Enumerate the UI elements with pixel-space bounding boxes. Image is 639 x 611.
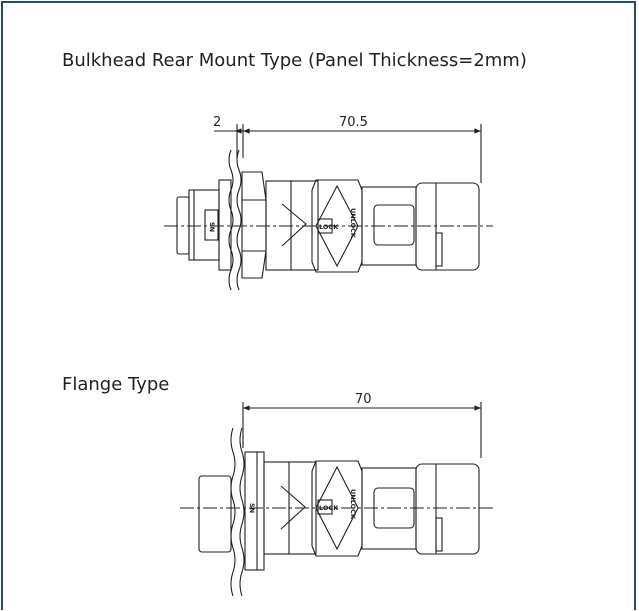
rear-label-marking: SN xyxy=(208,222,216,232)
lock-marking: LOCK xyxy=(319,223,339,231)
rear-plug xyxy=(176,196,190,255)
dim-panel-thickness: 2 xyxy=(213,115,221,130)
flange-lock-marking: LOCK xyxy=(319,504,339,512)
flange-lock-ring xyxy=(311,460,363,557)
unlock-marking: UNLOCK xyxy=(349,208,357,239)
lock-ring xyxy=(311,179,363,273)
flange-unlock-marking: UNLOCK xyxy=(349,489,357,520)
flange-lock-ring-diamond xyxy=(315,465,359,551)
rear-cap xyxy=(415,182,480,271)
bulkhead-title: Bulkhead Rear Mount Type (Panel Thicknes… xyxy=(62,50,527,71)
threaded-body xyxy=(265,180,319,271)
gasket xyxy=(218,179,232,271)
dim-bulkhead-length: 70.5 xyxy=(339,115,368,130)
flange-rear-cap xyxy=(415,463,480,555)
lock-ring-diamond xyxy=(315,184,359,268)
panel-break-left xyxy=(228,149,234,291)
flange-latch-spring xyxy=(280,485,306,530)
flange-panel-break-left xyxy=(230,427,236,597)
flange-lock-window xyxy=(317,499,333,515)
flange-panel-break-right xyxy=(239,427,245,597)
latch-spring xyxy=(281,203,307,247)
flange-connector-drawing xyxy=(180,402,494,597)
flange-front-plug xyxy=(198,475,232,553)
mounting-nut xyxy=(241,171,267,279)
bulkhead-connector-drawing xyxy=(164,124,493,291)
flange-title: Flange Type xyxy=(62,374,170,395)
flange-sleeve xyxy=(361,467,417,550)
flange-cap-slot xyxy=(435,517,443,552)
flange-label-marking: SN xyxy=(248,503,256,513)
cap-slot xyxy=(435,232,443,267)
dim-flange-length: 70 xyxy=(355,392,372,407)
panel-break-right xyxy=(236,149,242,291)
rear-label-box xyxy=(204,209,219,241)
sleeve-window xyxy=(373,204,415,246)
